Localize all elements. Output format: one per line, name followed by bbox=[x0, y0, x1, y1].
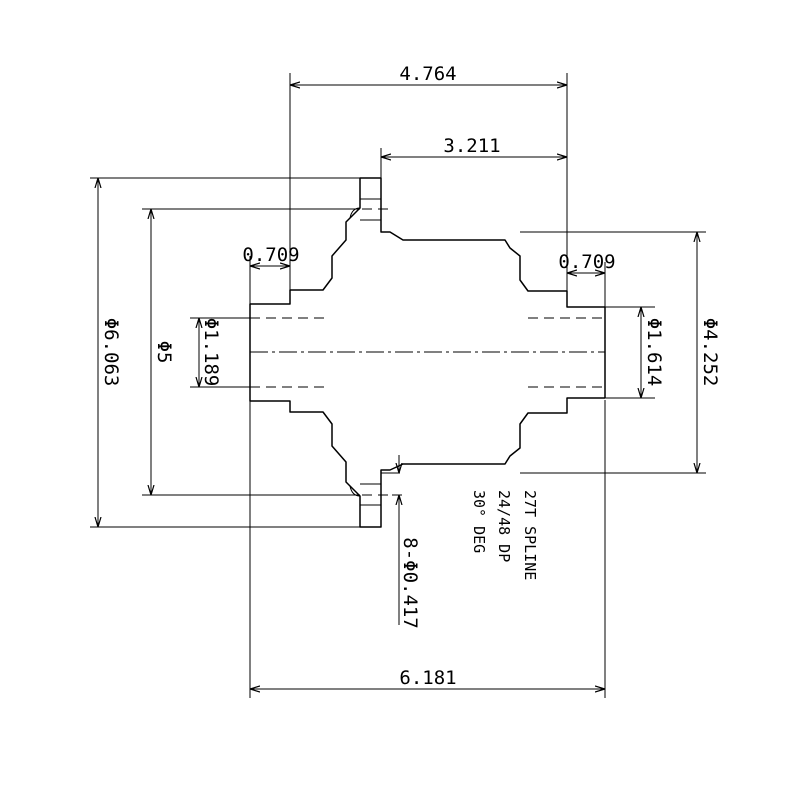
dimension-lines bbox=[98, 85, 697, 689]
dim-body-diameter: Φ4.252 bbox=[699, 318, 721, 387]
spline-note: 27T SPLINE 24/48 DP 30° DEG bbox=[470, 490, 539, 580]
dim-right-bore-diameter: Φ1.614 bbox=[643, 318, 665, 387]
hidden-bore-lines bbox=[250, 317, 605, 388]
dim-holes: 8-Φ0.417 bbox=[399, 537, 421, 629]
dim-flange-diameter: Φ6.063 bbox=[100, 318, 122, 387]
bolt-holes bbox=[360, 198, 392, 506]
dim-overall-length: 6.181 bbox=[399, 667, 456, 689]
spline-note-line2: 24/48 DP bbox=[495, 490, 513, 562]
dim-right-step: 0.709 bbox=[558, 251, 615, 273]
spline-note-line1: 27T SPLINE bbox=[521, 490, 539, 580]
dim-bolt-circle-diameter: Φ5 bbox=[153, 341, 175, 364]
dim-flange-to-right-end: 4.764 bbox=[399, 63, 456, 85]
dim-hub-to-right-end: 3.211 bbox=[443, 135, 500, 157]
dim-left-step: 0.709 bbox=[242, 244, 299, 266]
spline-note-line3: 30° DEG bbox=[470, 490, 488, 553]
extension-lines bbox=[90, 73, 706, 698]
dim-left-bore-diameter: Φ1.189 bbox=[200, 318, 222, 387]
